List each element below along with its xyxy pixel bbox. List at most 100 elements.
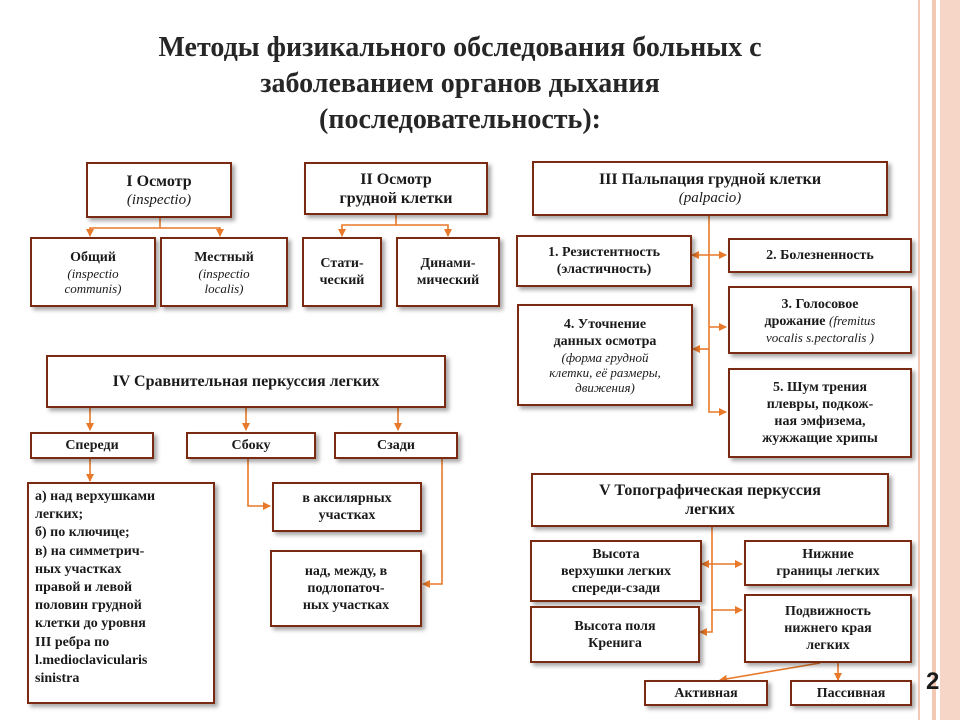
box-label: жужжащие хрипы [762,431,878,446]
box-label: легких [806,638,850,653]
box-note: движения) [575,379,635,395]
box-label: Высота [592,546,640,562]
box-general: Общий (inspectio communis) [30,237,156,307]
box-label: Кренига [588,635,642,651]
title-line: заболеванием органов дыхания [260,68,660,99]
box-palpation: III Пальпация грудной клетки (palpacio) [532,161,888,216]
box-label: Сзади [377,438,415,453]
box-label: Спереди [65,438,119,453]
box-latin: (inspectio) [126,191,192,208]
box-mobility: Подвижность нижнего края легких [744,594,912,663]
box-inspection: I Осмотр (inspectio) [86,162,232,218]
box-label: над, между, в [304,564,388,579]
box-label: 4. Уточнение [563,316,647,332]
box-vocal-fremitus: 3. Голосовое дрожание (fremitus vocalis … [728,286,912,354]
box-label: плевры, подкож- [766,397,874,412]
decor-stripe [918,0,920,720]
box-label: 2. Болезненность [766,248,874,263]
list-line: III ребра по [35,634,110,650]
box-latin: localis) [204,280,244,296]
box-label: IV Сравнительная перкуссия легких [112,373,380,390]
box-label: ных участках [302,598,390,613]
list-line: половин грудной [35,598,142,614]
box-note: клетки, её размеры, [549,364,661,380]
box-local: Местный (inspectio localis) [160,237,288,307]
box-label: участках [318,508,376,523]
list-line: l.medioclavicularis [35,652,148,668]
box-comparative-percussion: IV Сравнительная перкуссия легких [46,355,446,408]
box-label: нижнего края [784,621,872,636]
box-side: Сбоку [186,432,316,459]
box-label: Нижние [802,547,854,562]
box-front: Спереди [30,432,154,459]
box-label: Динами- [420,256,476,271]
box-friction-rub: 5. Шум трения плевры, подкож- ная эмфизе… [728,368,912,458]
box-label: мический [416,273,480,288]
slide-title: Методы физикального обследования больных… [30,30,890,138]
box-label: Активная [674,685,738,701]
list-line: а) над верхушками [35,489,156,504]
list-line: б) по ключице; [35,525,130,541]
box-label: спереди-сзади [571,580,661,596]
title-line: (последовательность): [319,104,601,135]
decor-stripe [932,0,936,720]
box-latin: communis) [64,280,122,296]
box-label: III Пальпация грудной клетки [598,171,822,188]
box-axillary: в аксилярных участках [272,482,422,532]
box-label: Стати- [320,256,364,271]
box-label: Местный [194,249,254,265]
box-lower-borders: Нижние границы легких [744,540,912,586]
list-line: ных участках [35,561,122,577]
box-label: грудной клетки [339,189,453,207]
list-line: клетки до уровня [35,616,146,632]
box-apex-height: Высота верхушки легких спереди-сзади [530,540,702,602]
box-dynamic: Динами- мический [396,237,500,307]
list-line: sinistra [35,671,80,687]
title-line: Методы физикального обследования больных… [158,32,762,63]
box-latin: vocalis s.pectoralis ) [766,329,874,345]
box-latin: (fremitus [829,312,876,328]
box-label: дрожание [764,313,830,329]
box-latin: (palpacio) [678,190,742,206]
box-latin: (inspectio [67,265,119,281]
decor-stripe [940,0,960,720]
box-latin: (inspectio [198,265,250,281]
box-label: (эластичность) [556,262,652,277]
box-label: Подвижность [785,604,871,619]
box-note: (форма грудной [561,349,649,365]
box-label: I Осмотр [126,172,192,190]
list-line: легких; [35,507,84,523]
box-label: 1. Резистентность [547,245,661,260]
box-passive: Пассивная [790,680,912,706]
box-label: в аксилярных [302,491,392,506]
box-label: верхушки легких [560,563,672,579]
box-chest-inspection: II Осмотр грудной клетки [304,162,488,215]
box-static: Стати- ческий [302,237,382,307]
box-label: II Осмотр [360,170,432,188]
box-kronig: Высота поля Кренига [530,606,700,663]
box-label: ная эмфизема, [774,414,866,429]
box-label: V Топографическая перкуссия [599,482,821,499]
box-label: Сбоку [231,438,271,453]
box-label: данных осмотра [553,333,657,349]
box-active: Активная [644,680,768,706]
box-label: границы легких [776,564,880,579]
box-front-points: а) над верхушками легких; б) по ключице;… [27,482,215,704]
box-label: 3. Голосовое [781,296,859,312]
box-refinement: 4. Уточнение данных осмотра (форма грудн… [517,304,693,406]
box-label: легких [685,501,735,518]
box-label: 5. Шум трения [773,380,867,395]
box-label: ческий [319,273,365,288]
box-label: Общий [70,249,116,265]
box-scapular: над, между, в подлопаточ- ных участках [270,550,422,627]
box-label: Пассивная [816,685,886,701]
list-line: в) на симметрич- [35,543,145,559]
box-label: подлопаточ- [307,581,385,596]
page-number: 2 [926,668,940,695]
box-resistance: 1. Резистентность (эластичность) [516,235,692,287]
box-label: Высота поля [574,618,656,634]
list-line: правой и левой [35,580,133,596]
box-back: Сзади [334,432,458,459]
box-topographic-percussion: V Топографическая перкуссия легких [531,473,889,527]
